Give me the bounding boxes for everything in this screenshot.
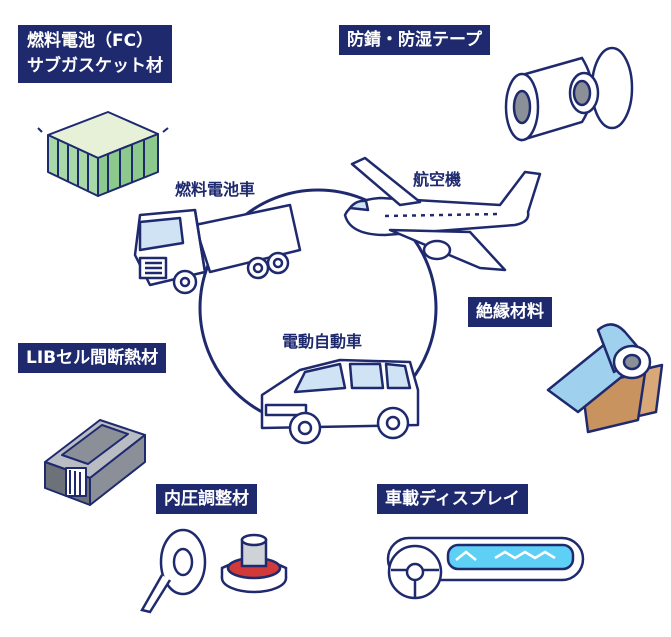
fc-stack-icon — [37, 111, 169, 197]
insulation-label: 絶縁材料 — [468, 297, 552, 327]
rust-tape-label: 防錆・防湿テープ — [339, 25, 490, 55]
airplane-icon — [343, 156, 542, 272]
car-display-icon — [386, 536, 585, 600]
fuel-cell-vehicle-text: 燃料電池車 — [175, 180, 256, 199]
pressure-adjust-label: 内圧調整材 — [156, 484, 257, 514]
tape-rolls-icon — [504, 46, 634, 142]
lib-cell-icon — [44, 419, 146, 506]
aircraft-text: 航空機 — [413, 170, 462, 189]
fuel-cell-truck-icon — [133, 203, 302, 295]
pressure-adjust-icon — [140, 528, 288, 614]
lib-cell-label: LIBセル間断熱材 — [18, 343, 167, 373]
electric-car-icon — [260, 358, 420, 445]
insulation-icon — [546, 323, 664, 434]
fc-gasket-label-line2: サブガスケット材 — [27, 56, 163, 76]
electric-vehicle-text: 電動自動車 — [282, 332, 363, 351]
display-label: 車載ディスプレイ — [377, 484, 528, 514]
fc-gasket-label: 燃料電池（FC） サブガスケット材 — [18, 25, 172, 83]
fc-gasket-label-line1: 燃料電池（FC） — [27, 31, 154, 51]
